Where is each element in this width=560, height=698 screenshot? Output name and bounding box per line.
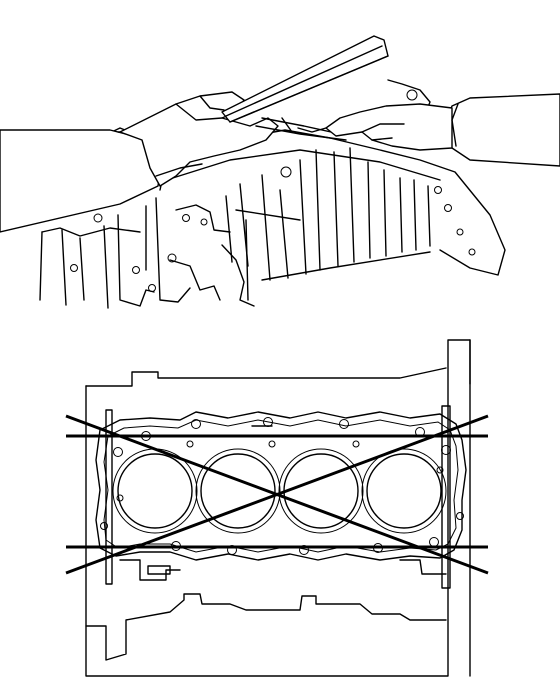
end-bars	[105, 405, 451, 589]
cylinder-bore-4	[361, 448, 447, 534]
right-hand	[297, 93, 560, 167]
left-hand	[0, 91, 279, 233]
cylinder-wall-stripes	[159, 147, 441, 281]
measurement-diagram	[0, 320, 560, 698]
feeler-gauge	[255, 117, 347, 141]
measurement-lines	[65, 414, 489, 575]
deck-gasket-surface	[95, 411, 467, 561]
cylinder-bore-2	[195, 448, 281, 534]
cylinder-block-outline	[85, 339, 471, 677]
cylinder-bores	[112, 448, 447, 534]
straightedge-illustration	[0, 0, 560, 320]
straightedge	[221, 35, 389, 123]
measurement-line-diagonal-2	[65, 414, 489, 575]
